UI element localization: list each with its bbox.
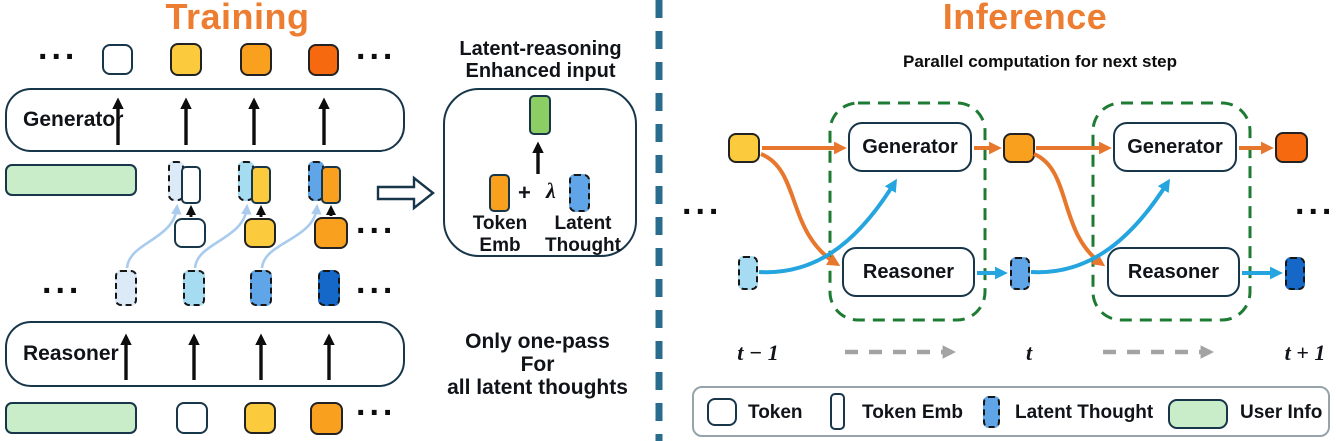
latent-injection-curve: [125, 203, 182, 269]
latent-thought: [1010, 257, 1030, 290]
one-pass-note: Only one-pass For all latent thoughts: [430, 330, 645, 399]
legend-token-label: Token: [748, 402, 803, 423]
legend-latent-thought-label: Latent Thought: [1015, 402, 1154, 423]
enhanced-input-title-line2: Enhanced input: [465, 60, 616, 82]
token-to-reasoner-curve: [1033, 152, 1106, 267]
token-orange: [310, 402, 343, 435]
generator-label: Generator: [23, 108, 124, 131]
ellipsis: ...: [38, 29, 79, 67]
note-line2: For: [520, 353, 555, 376]
legend-token-emb-label: Token Emb: [862, 402, 963, 423]
legend-latent-thought-swatch: [983, 396, 1000, 428]
lambda-symbol: λ: [546, 178, 556, 203]
inference-title: Inference: [942, 0, 1108, 37]
latent-thought-label-line1: Latent: [554, 213, 612, 234]
token-white: [176, 402, 208, 434]
token-emb-label: Token Emb: [466, 213, 534, 257]
generator-box: Generator: [848, 122, 972, 172]
user-info-bar: [5, 164, 137, 196]
timeline-label-t-plus-1: t + 1: [1284, 340, 1326, 365]
reasoner-label: Reasoner: [862, 260, 955, 283]
token-orange: [240, 43, 272, 76]
token-emb: [489, 174, 510, 212]
token-yellow: [170, 43, 202, 76]
token-emb: [181, 166, 201, 204]
ellipsis: ...: [356, 385, 397, 423]
reasoner-label: Reasoner: [23, 342, 119, 365]
note-line3: all latent thoughts: [447, 376, 628, 399]
legend-token-emb-swatch: [830, 393, 845, 430]
latent-thought: [569, 174, 590, 212]
token-emb: [251, 166, 271, 204]
ellipsis: ...: [682, 184, 723, 222]
timeline-label-t-minus-1: t − 1: [737, 340, 779, 365]
training-title: Training: [165, 0, 310, 37]
plus-sign: +: [518, 180, 531, 205]
inference-subtitle: Parallel computation for next step: [903, 52, 1177, 71]
reasoner-box: Reasoner: [1107, 247, 1240, 297]
latent-thought-label: Latent Thought: [541, 213, 625, 257]
reasoner-box: Reasoner: [842, 247, 975, 297]
generator-box: Generator: [1113, 122, 1237, 172]
token-orange: [1003, 133, 1035, 163]
enhanced-input-vector: [529, 95, 551, 135]
token-deep-orange: [1275, 132, 1308, 163]
latent-thought-label-line2: Thought: [545, 235, 621, 256]
token-emb-label-line1: Token: [472, 213, 528, 234]
token-emb: [321, 166, 341, 204]
token-white: [174, 218, 206, 248]
legend-user-info-label: User Info: [1240, 402, 1323, 423]
token-yellow: [244, 218, 276, 248]
generator-label: Generator: [862, 135, 958, 158]
legend-user-info-swatch: [1168, 399, 1228, 429]
token-yellow: [728, 133, 760, 163]
latent-thought: [183, 270, 205, 306]
ellipsis: ...: [356, 263, 397, 301]
ellipsis: ...: [356, 203, 397, 241]
generator-label: Generator: [1127, 135, 1223, 158]
latent-thought: [738, 256, 758, 290]
token-white: [102, 44, 133, 75]
ellipsis: ...: [42, 263, 83, 301]
token-deep-orange: [308, 44, 339, 76]
note-line1: Only one-pass: [465, 330, 610, 353]
enhanced-input-title-line1: Latent-reasoning: [459, 38, 622, 60]
token-to-reasoner-curve: [760, 152, 841, 266]
ellipsis: ...: [1295, 184, 1336, 222]
generator-box: Generator: [5, 88, 405, 152]
token-yellow: [244, 402, 276, 434]
latent-thought: [250, 270, 272, 306]
ellipsis: ...: [356, 29, 397, 67]
timeline-label-t: t: [1025, 340, 1033, 365]
token-orange: [314, 217, 348, 249]
reasoner-label: Reasoner: [1127, 260, 1220, 283]
reasoner-box: Reasoner: [5, 321, 405, 387]
latent-thought: [318, 270, 340, 306]
latent-thought: [1285, 257, 1305, 290]
latent-thought: [115, 270, 137, 306]
legend-token-swatch: [707, 398, 737, 426]
token-emb-label-line2: Emb: [479, 235, 521, 256]
user-info-bar: [5, 402, 137, 434]
